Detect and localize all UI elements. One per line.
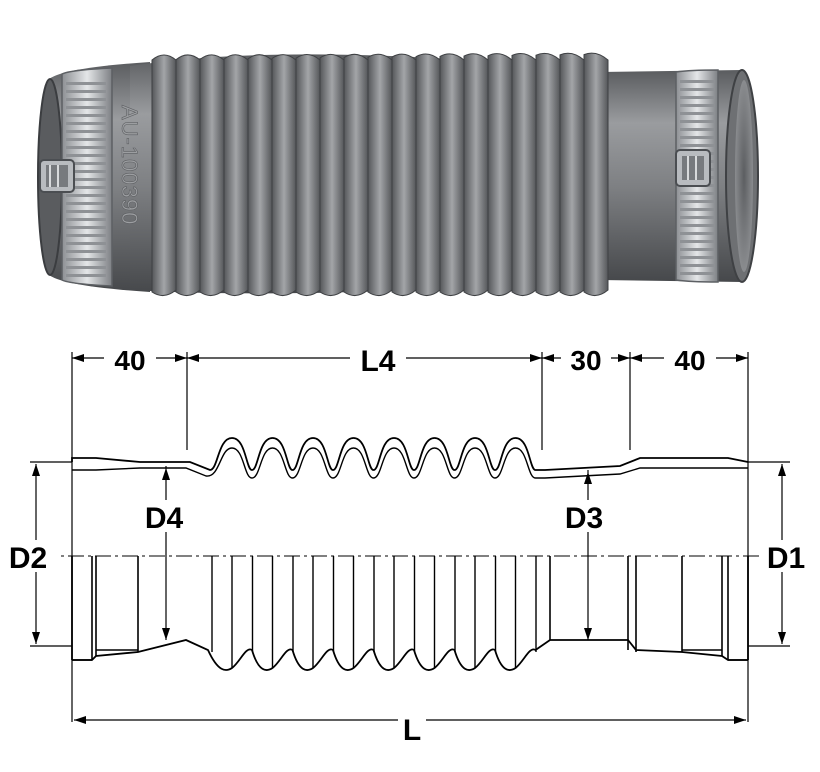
dim-outer-left: D2 — [9, 542, 47, 575]
upper-wall-profile — [71, 437, 749, 479]
dim-outer-right: D1 — [767, 542, 805, 575]
dim-right-collar: 40 — [674, 345, 705, 376]
dim-right-step: 30 — [570, 345, 601, 376]
arrowheads — [32, 354, 786, 724]
dim-bellows-length: L4 — [360, 345, 395, 378]
lower-rib-lines — [211, 556, 537, 668]
right-hose-clamp — [675, 69, 719, 283]
lower-outline — [71, 556, 749, 671]
dim-overall-length: L — [403, 714, 421, 747]
bellows-ribs — [151, 52, 609, 296]
left-hose-clamp — [39, 67, 113, 287]
technical-drawing — [14, 352, 806, 724]
part-marking: AU-100390 — [117, 105, 142, 225]
dimension-labels: 40 L4 30 40 L D2 D4 D3 D1 — [2, 344, 816, 747]
product-photo: AU-100390 — [37, 52, 759, 296]
dim-inner-right: D3 — [565, 502, 603, 535]
extension-lines — [30, 352, 790, 722]
dim-left-collar: 40 — [114, 345, 145, 376]
dim-inner-left: D4 — [145, 502, 184, 535]
right-sleeve — [600, 70, 742, 282]
